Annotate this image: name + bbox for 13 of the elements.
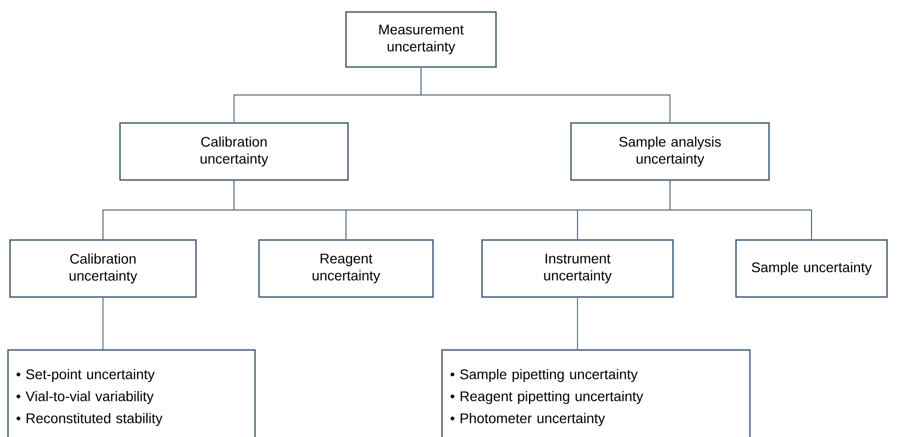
- category-box: Sample uncertainty: [735, 239, 888, 298]
- connector-line: [577, 297, 578, 350]
- bullet-list-box: • Set-point uncertainty • Vial-to-vial variability • Reconstituted stability: [7, 349, 256, 437]
- bullet-list-box: • Sample pipetting uncertainty • Reagent pipetting uncertainty • Photometer uncertainty: [441, 349, 751, 437]
- category-box: Calibration uncertainty: [119, 122, 349, 181]
- category-box: Sample analysis uncertainty: [570, 122, 770, 181]
- connector-line: [670, 180, 812, 240]
- category-box: Measurement uncertainty: [345, 11, 497, 68]
- category-box: Instrument uncertainty: [481, 239, 674, 298]
- connector-line: [102, 297, 104, 350]
- category-box: Calibration uncertainty: [9, 239, 197, 298]
- connector-line: [420, 67, 670, 123]
- category-box: Reagent uncertainty: [258, 239, 434, 298]
